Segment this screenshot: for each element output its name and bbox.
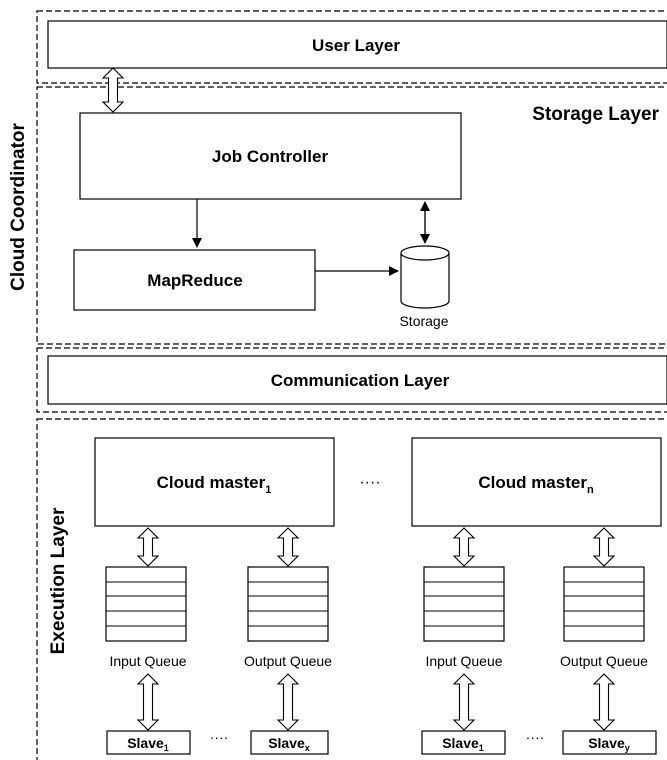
storage-cylinder-icon xyxy=(400,245,450,309)
double-arrow-inputqueue1-slave1 xyxy=(136,673,160,731)
storage-label: Storage xyxy=(399,313,448,329)
input-queue-icon-n xyxy=(423,566,505,642)
slave-box-1b xyxy=(421,730,506,755)
slave-ellipsis-2: ···· xyxy=(526,729,545,745)
output-queue-label-1: Output Queue xyxy=(244,653,332,669)
cloud-master-box-n xyxy=(411,437,662,527)
output-queue-icon-1 xyxy=(247,566,329,642)
master-ellipsis: ···· xyxy=(359,474,380,491)
double-arrow-master1-outputqueue xyxy=(276,527,300,567)
input-queue-label-1: Input Queue xyxy=(109,653,186,669)
execution-layer-label: Execution Layer xyxy=(48,507,69,654)
double-arrow-outputqueuen-slavey xyxy=(592,673,616,731)
double-arrow-mastern-inputqueue xyxy=(452,527,476,567)
input-queue-label-n: Input Queue xyxy=(425,653,502,669)
cloud-master-label-n: Cloud mastern xyxy=(478,473,594,496)
slave-label-1: Slave1 xyxy=(127,735,169,753)
slave-label-x: Slavex xyxy=(268,735,310,753)
double-arrow-outputqueue1-slavex xyxy=(276,673,300,731)
cloud-coordinator-label: Cloud Coordinator xyxy=(8,122,29,290)
storage-layer-frame xyxy=(36,86,667,345)
cloud-master-label-1: Cloud master1 xyxy=(157,473,272,496)
mapreduce-label: MapReduce xyxy=(147,271,242,290)
job-controller-box xyxy=(79,112,462,200)
double-arrow-inputqueuen-slave1 xyxy=(452,673,476,731)
job-controller-label: Job Controller xyxy=(212,147,329,166)
output-queue-icon-n xyxy=(563,566,645,642)
double-arrow-user-storage xyxy=(101,67,125,113)
slave-label-y: Slavey xyxy=(588,735,630,753)
slave-ellipsis-1: ···· xyxy=(210,729,229,745)
communication-layer-frame xyxy=(36,347,667,413)
cloud-master-box-1 xyxy=(94,437,335,527)
slave-box-1 xyxy=(106,730,191,755)
double-arrows xyxy=(101,67,616,731)
output-queue-label-n: Output Queue xyxy=(560,653,648,669)
execution-layer-frame xyxy=(36,418,667,760)
user-layer-frame xyxy=(36,10,667,84)
user-layer-box xyxy=(47,20,667,69)
slave-label-1b: Slave1 xyxy=(442,735,484,753)
slave-box-x xyxy=(250,730,329,755)
double-arrow-master1-inputqueue xyxy=(136,527,160,567)
slave-box-y xyxy=(562,730,657,755)
user-layer-label: User Layer xyxy=(312,36,400,55)
double-arrow-mastern-outputqueue xyxy=(592,527,616,567)
communication-layer-label: Communication Layer xyxy=(271,371,450,390)
communication-layer-box xyxy=(47,355,667,405)
mapreduce-box xyxy=(73,249,316,311)
input-queue-icon-1 xyxy=(105,566,187,642)
storage-layer-label: Storage Layer xyxy=(532,104,659,125)
